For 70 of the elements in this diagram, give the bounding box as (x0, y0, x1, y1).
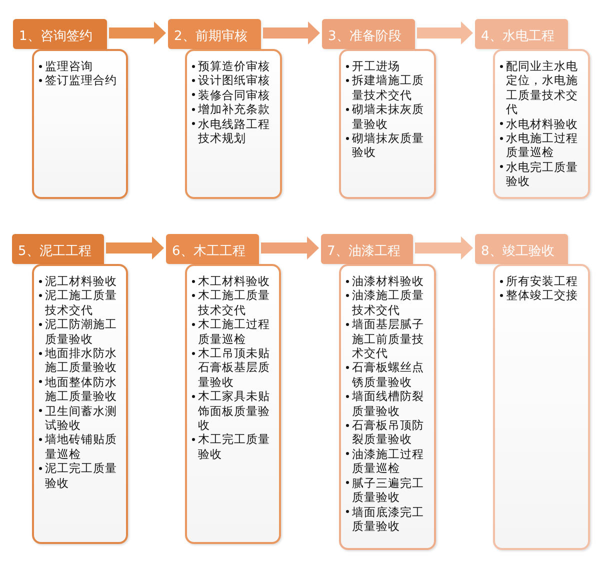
task-item: 预算造价审核 (192, 59, 277, 74)
task-card (339, 264, 436, 550)
task-item: 腻子三遍完工质量验收 (346, 476, 431, 504)
task-item: 水电材料验收 (500, 116, 585, 132)
task-item: 石膏板螺丝点锈质量验收 (346, 360, 431, 390)
task-card (339, 49, 436, 199)
task-card (185, 264, 281, 544)
task-item: 砌墙抹灰质量验收 (346, 131, 431, 160)
task-item: 油漆材料验收 (346, 274, 431, 288)
stage-title: 6、木工工程 (172, 243, 246, 260)
task-item: 木工吊顶未贴石膏板基层质量验收 (192, 346, 276, 390)
task-card (493, 49, 590, 199)
stage-title: 4、水电工程 (481, 28, 554, 45)
stage-tab (475, 234, 568, 264)
task-item: 增加补充条款 (192, 102, 277, 117)
stage-title: 3、准备阶段 (328, 28, 402, 45)
stage-title: 5、泥工工程 (18, 243, 92, 260)
task-item: 拆建墙施工质量技术交代 (346, 73, 431, 102)
task-item: 泥工防潮施工质量验收 (39, 317, 123, 346)
task-item: 整体竣工交接 (500, 288, 585, 303)
task-card (32, 264, 128, 544)
task-item: 砌墙未抹灰质量验收 (346, 102, 431, 132)
task-item: 墙面基层腻子施工前质量技术交代 (346, 317, 431, 360)
task-item: 水电完工质量验收 (500, 160, 585, 189)
stage-tab (475, 19, 568, 49)
task-item: 地面整体防水施工质量验收 (39, 374, 123, 404)
task-item: 石膏板吊顶防裂质量验收 (346, 418, 431, 447)
arrow (109, 22, 166, 44)
task-item: 木工家具未贴饰面板质量验收 (192, 389, 276, 432)
task-item: 开工进场 (346, 59, 431, 74)
arrow (417, 22, 473, 44)
task-item: 泥工材料验收 (39, 274, 123, 288)
stage-title: 8、竣工验收 (481, 243, 554, 260)
task-item: 设计图纸审核 (192, 73, 277, 88)
task-item: 墙地砖铺贴质量巡检 (39, 432, 123, 462)
task-item: 所有安装工程 (500, 274, 585, 288)
task-item: 签订监理合约 (39, 73, 123, 88)
task-item: 木工材料验收 (192, 274, 276, 288)
task-item: 油漆施工质量技术交代 (346, 288, 431, 318)
task-item: 配同业主水电定位，水电施工质量技术交代 (500, 59, 585, 117)
stage-tab (13, 19, 107, 49)
task-item: 泥工完工质量验收 (39, 461, 123, 490)
task-item: 木工施工质量技术交代 (192, 288, 276, 318)
task-item: 卫生间蓄水测试验收 (39, 404, 123, 432)
task-item: 泥工施工质量技术交代 (39, 288, 123, 318)
stage-title: 7、油漆工程 (327, 243, 400, 260)
task-item: 装修合同审核 (192, 88, 277, 102)
task-item: 监理咨询 (39, 59, 123, 74)
task-item: 木工施工过程质量巡检 (192, 317, 276, 346)
arrow (261, 236, 319, 260)
task-item: 地面排水防水施工质量验收 (39, 346, 123, 375)
task-item: 墙面线槽防裂质量验收 (346, 389, 431, 418)
task-item: 木工完工质量验收 (192, 432, 276, 462)
stage-tab (321, 234, 413, 264)
stage-title: 1、咨询签约 (19, 28, 92, 45)
task-item: 墙面底漆完工质量验收 (346, 504, 431, 534)
task-card (32, 49, 128, 199)
stage-tab (168, 19, 261, 49)
task-card (185, 49, 282, 199)
stage-tab (12, 234, 104, 264)
arrow (415, 236, 473, 260)
task-item: 油漆施工过程质量巡检 (346, 446, 431, 476)
stage-tab (166, 234, 259, 264)
task-card (493, 264, 590, 550)
task-item: 水电施工过程质量巡检 (500, 131, 585, 160)
arrow (263, 22, 320, 44)
arrow (106, 236, 164, 260)
task-item: 水电线路工程技术规划 (192, 116, 277, 146)
stage-title: 2、前期审核 (174, 28, 248, 45)
stage-tab (322, 19, 415, 49)
